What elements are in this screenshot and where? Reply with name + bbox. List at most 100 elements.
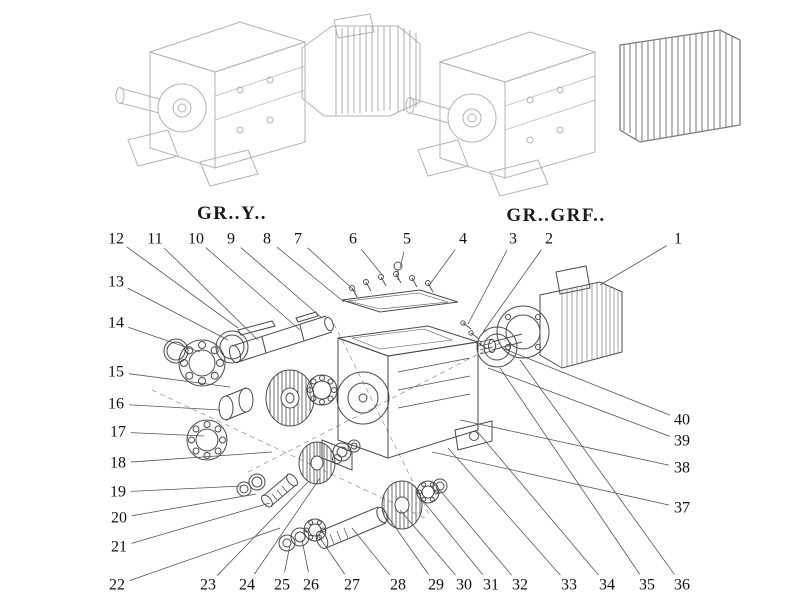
callout-number-16: 16 — [108, 396, 124, 413]
leader-line-34 — [475, 429, 599, 576]
leader-lines-layer — [126, 245, 675, 582]
leader-line-8 — [276, 246, 345, 303]
leader-line-36 — [519, 359, 675, 575]
leader-line-29 — [385, 513, 429, 575]
alignment-dashed-lines — [151, 323, 507, 519]
callout-number-40: 40 — [674, 412, 690, 429]
leader-line-2 — [482, 249, 542, 333]
washers-small — [236, 473, 266, 497]
leader-line-9 — [240, 247, 323, 319]
callout-number-35: 35 — [639, 577, 655, 594]
second-shaft-assembly — [278, 478, 448, 552]
callout-number-3: 3 — [509, 231, 517, 248]
leader-line-4 — [429, 249, 456, 285]
leader-line-25 — [284, 544, 291, 573]
cover-plate — [341, 289, 459, 313]
leader-line-19 — [130, 485, 243, 492]
callout-number-5: 5 — [403, 231, 411, 248]
callout-number-2: 2 — [545, 231, 553, 248]
leader-line-23 — [216, 481, 309, 576]
callout-number-32: 32 — [512, 577, 528, 594]
callout-number-15: 15 — [108, 364, 124, 381]
output-gear-large — [381, 480, 423, 530]
callout-number-19: 19 — [110, 484, 126, 501]
variant-label-gr-y: GR..Y.. — [197, 203, 267, 224]
gr-y-motor — [301, 13, 421, 117]
callout-number-8: 8 — [263, 231, 271, 248]
callout-number-20: 20 — [111, 510, 127, 527]
leader-line-18 — [130, 451, 273, 463]
callout-number-12: 12 — [108, 231, 124, 248]
leader-line-26 — [301, 539, 309, 573]
callout-number-6: 6 — [349, 231, 357, 248]
cover-screws — [349, 261, 434, 298]
callout-number-25: 25 — [274, 577, 290, 594]
ball-bearing-lower-left — [186, 419, 228, 461]
leader-line-32 — [437, 487, 512, 576]
input-pinion-shaft — [261, 473, 298, 508]
leader-line-28 — [351, 527, 391, 576]
callout-number-11: 11 — [147, 231, 162, 248]
motor-mount-screws — [460, 320, 488, 350]
callout-number-38: 38 — [674, 460, 690, 477]
leader-line-31 — [419, 496, 484, 576]
leader-line-22 — [129, 527, 281, 582]
leader-line-20 — [131, 493, 257, 517]
callout-number-29: 29 — [428, 577, 444, 594]
leader-line-3 — [467, 250, 508, 325]
callout-number-1: 1 — [674, 231, 682, 248]
intermediate-gear-large — [265, 369, 315, 427]
leader-line-12 — [126, 246, 239, 329]
leader-line-11 — [164, 247, 259, 341]
leader-line-38 — [459, 419, 670, 466]
leader-line-40 — [501, 347, 671, 416]
shaft-key-small — [295, 311, 319, 323]
leader-line-15 — [128, 373, 231, 388]
leader-line-21 — [131, 502, 271, 544]
callout-number-22: 22 — [109, 577, 125, 594]
retaining-rings — [332, 439, 361, 462]
callout-number-39: 39 — [674, 433, 690, 450]
grf-motor-block — [619, 29, 741, 143]
leader-line-37 — [431, 451, 670, 506]
leader-line-7 — [307, 247, 357, 293]
callout-number-26: 26 — [303, 577, 319, 594]
flange-adapter — [476, 326, 518, 368]
leader-line-5 — [399, 251, 405, 269]
callout-number-31: 31 — [483, 577, 499, 594]
leader-line-24 — [253, 477, 321, 575]
leader-line-1 — [599, 245, 668, 286]
output-shaft — [228, 311, 334, 364]
bushing — [218, 387, 254, 421]
assembly-drawing-gr-y — [115, 13, 421, 187]
callout-number-9: 9 — [227, 231, 235, 248]
leader-line-17 — [130, 432, 205, 437]
leader-line-13 — [127, 287, 229, 341]
callout-number-37: 37 — [674, 500, 690, 517]
callout-number-34: 34 — [599, 577, 615, 594]
callout-number-17: 17 — [110, 424, 126, 441]
leader-line-6 — [360, 248, 384, 277]
callout-number-13: 13 — [108, 274, 124, 291]
gear-housing — [321, 325, 493, 471]
callout-number-7: 7 — [294, 231, 302, 248]
leader-line-10 — [205, 247, 301, 331]
leader-line-30 — [399, 509, 456, 576]
callout-number-18: 18 — [110, 455, 126, 472]
callout-number-27: 27 — [344, 577, 360, 594]
callout-number-33: 33 — [561, 577, 577, 594]
variant-label-gr-grf: GR..GRF.. — [506, 205, 605, 226]
leader-line-33 — [447, 447, 561, 576]
shaft-key — [237, 320, 276, 336]
callout-number-28: 28 — [390, 577, 406, 594]
bearing-behind-gear — [306, 374, 338, 406]
callout-number-36: 36 — [674, 577, 690, 594]
assembly-drawing-gr-grf — [405, 29, 741, 197]
callout-number-21: 21 — [111, 539, 127, 556]
exploded-view-drawing — [151, 261, 623, 552]
leader-line-27 — [317, 534, 346, 575]
callout-number-23: 23 — [200, 577, 216, 594]
